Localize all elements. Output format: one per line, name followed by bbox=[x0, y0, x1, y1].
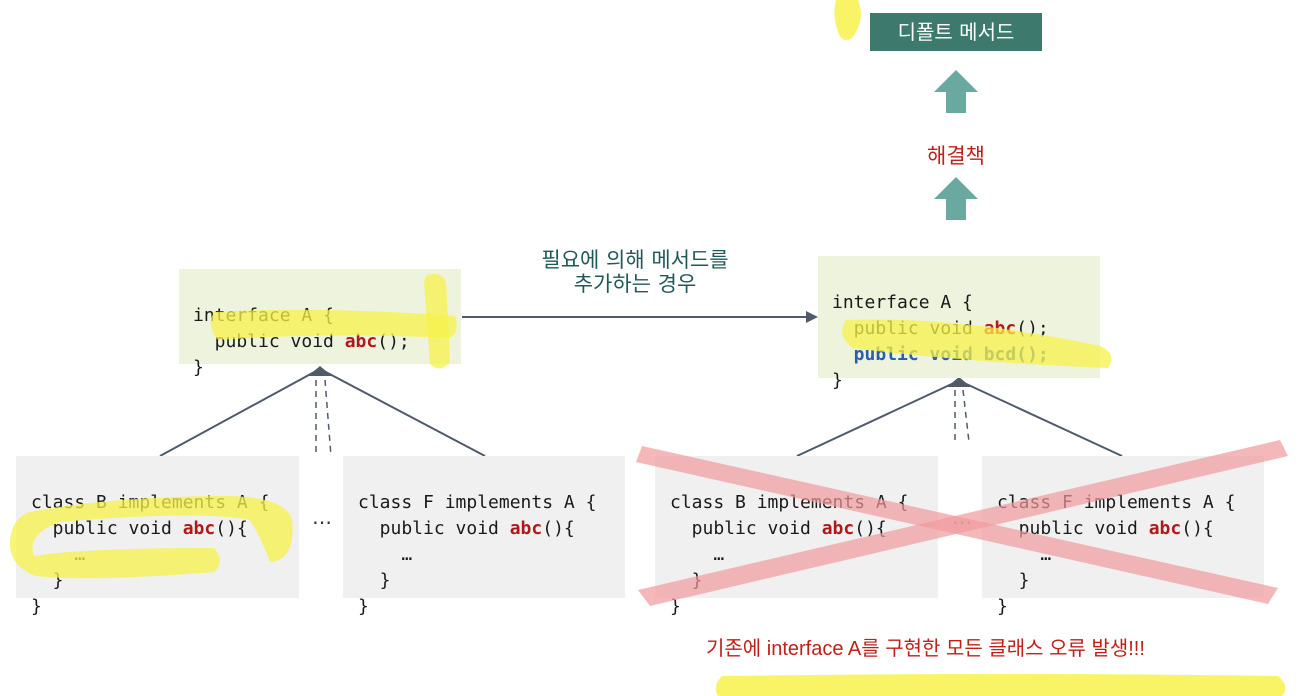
change-arrow-head bbox=[806, 311, 818, 323]
left-class-b-line2-prefix: public void bbox=[31, 518, 183, 539]
left-class-f-line1: class F implements A { bbox=[358, 492, 597, 513]
right-interface-new-method: public void bcd(); bbox=[832, 344, 1049, 365]
left-interface-method: abc bbox=[344, 331, 378, 352]
left-class-f-line2-suffix: (){ bbox=[542, 518, 575, 539]
left-class-b-box: class B implements A { public void abc()… bbox=[16, 456, 299, 617]
left-class-f-line2-prefix: public void bbox=[358, 518, 510, 539]
right-class-f-line5: } bbox=[997, 596, 1008, 617]
right-ellipsis: … bbox=[952, 505, 972, 529]
default-method-badge: 디폴트 메서드 bbox=[870, 13, 1042, 51]
left-class-b-line2: public void abc(){ bbox=[31, 516, 299, 542]
right-class-b-line2: public void abc(){ bbox=[670, 516, 938, 542]
teal-up-arrow-upper bbox=[934, 70, 978, 113]
right-class-b-line2-prefix: public void bbox=[670, 518, 822, 539]
left-dashed-line-2 bbox=[324, 379, 332, 457]
left-inherit-arrowhead bbox=[308, 366, 332, 376]
add-method-caption: 필요에 의해 메서드를 추가하는 경우 bbox=[510, 248, 760, 296]
right-class-b-line3: … bbox=[670, 544, 725, 565]
left-interface-line2-prefix: public void bbox=[193, 331, 345, 352]
left-class-b-line2-suffix: (){ bbox=[215, 518, 248, 539]
left-ellipsis: … bbox=[312, 505, 332, 529]
left-class-b-method: abc bbox=[182, 518, 216, 539]
left-interface-line2: public void abc(); bbox=[193, 329, 461, 355]
right-class-b-line1: class B implements A { bbox=[670, 492, 909, 513]
left-class-b-line5: } bbox=[31, 596, 42, 617]
right-class-f-line1: class F implements A { bbox=[997, 492, 1236, 513]
left-class-b-line4: } bbox=[31, 570, 64, 591]
left-class-f-line3: … bbox=[358, 544, 413, 565]
left-class-f-box: class F implements A { public void abc()… bbox=[343, 456, 625, 617]
right-class-b-box: class B implements A { public void abc()… bbox=[655, 456, 938, 617]
right-interface-line2: public void abc(); bbox=[832, 316, 1100, 342]
left-class-f-line4: } bbox=[358, 570, 391, 591]
left-class-f-line2: public void abc(){ bbox=[358, 516, 625, 542]
add-method-caption-line2: 추가하는 경우 bbox=[573, 272, 697, 296]
right-class-f-line3: … bbox=[997, 544, 1052, 565]
left-interface-line3: } bbox=[193, 357, 204, 378]
right-class-b-line5: } bbox=[670, 596, 681, 617]
left-f-inherit-line bbox=[321, 369, 486, 457]
error-message: 기존에 interface A를 구현한 모든 클래스 오류 발생!!! bbox=[706, 638, 1145, 660]
right-class-f-method: abc bbox=[1148, 518, 1182, 539]
right-class-b-method: abc bbox=[821, 518, 855, 539]
left-b-inherit-line bbox=[159, 369, 319, 457]
right-interface-line4: } bbox=[832, 370, 843, 391]
left-interface-line1: interface A { bbox=[193, 305, 334, 326]
left-interface-line2-suffix: (); bbox=[377, 331, 410, 352]
left-interface-box: interface A { public void abc();} bbox=[179, 269, 461, 378]
left-class-b-line1: class B implements A { bbox=[31, 492, 270, 513]
left-class-f-method: abc bbox=[509, 518, 543, 539]
right-inherit-arrowhead bbox=[947, 377, 971, 387]
right-class-f-line2-prefix: public void bbox=[997, 518, 1149, 539]
right-interface-method: abc bbox=[983, 318, 1017, 339]
right-interface-line1: interface A { bbox=[832, 292, 973, 313]
right-class-b-line4: } bbox=[670, 570, 703, 591]
teal-up-arrow-lower bbox=[934, 177, 978, 220]
right-class-b-line2-suffix: (){ bbox=[854, 518, 887, 539]
right-interface-line2-prefix: public void bbox=[832, 318, 984, 339]
add-method-caption-line1: 필요에 의해 메서드를 bbox=[541, 248, 729, 272]
left-class-b-line3: … bbox=[31, 544, 86, 565]
right-class-f-line2-suffix: (){ bbox=[1181, 518, 1214, 539]
right-dashed-line-2 bbox=[962, 389, 970, 443]
right-class-f-box: class F implements A { public void abc()… bbox=[982, 456, 1264, 617]
right-interface-box: interface A { public void abc(); public … bbox=[818, 256, 1100, 391]
right-interface-line2-suffix: (); bbox=[1016, 318, 1049, 339]
right-class-f-line4: } bbox=[997, 570, 1030, 591]
solution-label: 해결책 bbox=[927, 144, 985, 168]
right-class-f-line2: public void abc(){ bbox=[997, 516, 1264, 542]
left-class-f-line5: } bbox=[358, 596, 369, 617]
